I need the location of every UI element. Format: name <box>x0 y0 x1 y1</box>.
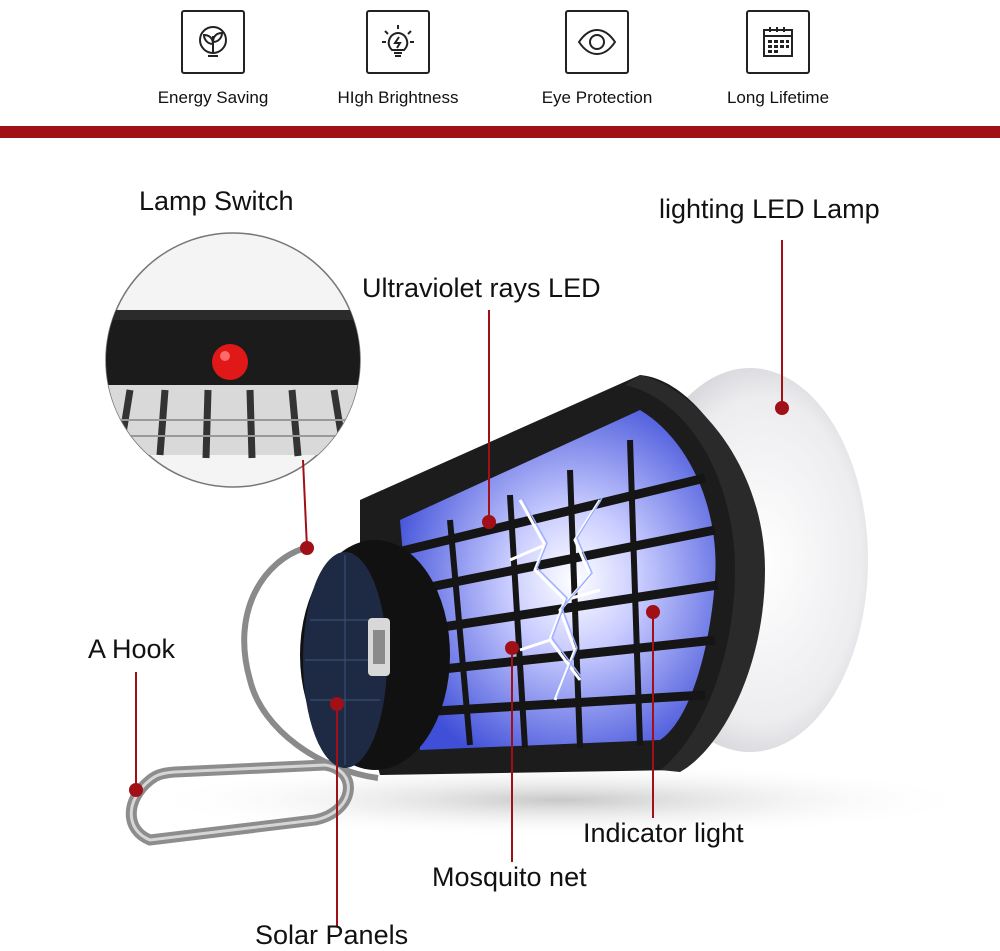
feature-label: Energy Saving <box>157 88 269 107</box>
feature-energy-saving: Energy Saving <box>123 10 303 108</box>
lamp-switch-zoom <box>105 232 361 488</box>
feature-label: HIgh Brightness <box>337 88 459 107</box>
red-divider-bar <box>0 126 1000 138</box>
callout-lighting-led-lamp: lighting LED Lamp <box>659 194 880 224</box>
feature-label: Long Lifetime <box>726 88 830 107</box>
callout-indicator-light: Indicator light <box>583 818 744 848</box>
feature-eye-protection: Eye Protection <box>507 10 687 108</box>
callout-mosquito-net: Mosquito net <box>432 862 587 892</box>
feature-long-lifetime: Long Lifetime <box>688 10 868 108</box>
feature-high-brightness: HIgh Brightness <box>308 10 488 108</box>
feature-label: Eye Protection <box>541 88 653 107</box>
callout-solar-panels: Solar Panels <box>255 920 409 950</box>
callout-leaders <box>129 240 789 926</box>
callout-lamp-switch: Lamp Switch <box>139 186 294 216</box>
callout-ultraviolet-rays-led: Ultraviolet rays LED <box>362 273 601 303</box>
bright-bulb-icon <box>366 10 430 74</box>
callout-a-hook: A Hook <box>88 634 176 664</box>
eye-icon <box>565 10 629 74</box>
leaf-bulb-icon <box>181 10 245 74</box>
calendar-icon <box>746 10 810 74</box>
switch-button <box>212 344 248 380</box>
